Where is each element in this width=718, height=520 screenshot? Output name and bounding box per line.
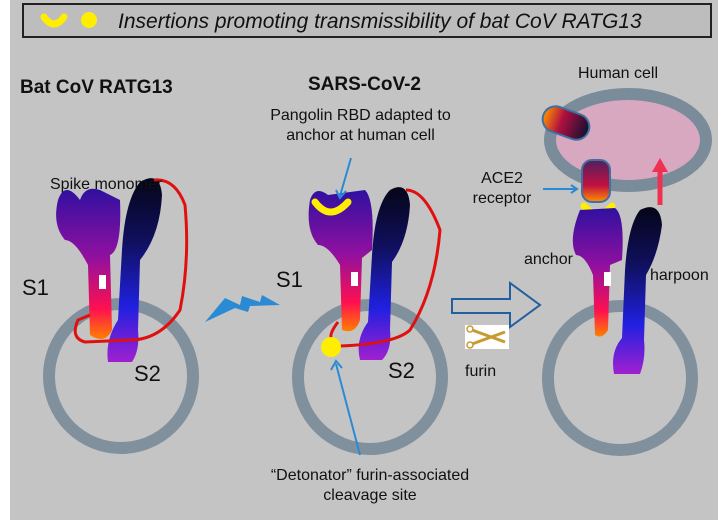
sars-panel: [292, 157, 448, 456]
ace2-pointer-arrowhead: [570, 184, 579, 194]
spike-monomer-label: Spike monomer: [50, 176, 163, 193]
yellow-arc-icon: [40, 13, 68, 28]
sars-s1-label: S1: [276, 267, 303, 292]
legend-box: Insertions promoting transmissibility of…: [22, 3, 712, 38]
rbd-note-line2: anchor at human cell: [286, 127, 435, 144]
scissors-icon: [465, 325, 509, 349]
bat-s1-notch: [99, 275, 106, 289]
anchor-label: anchor: [524, 251, 573, 268]
cleavage-pointer-arrowhead: [330, 359, 343, 371]
furin-label: furin: [465, 363, 497, 380]
ace2-note-line1: ACE2: [481, 170, 523, 187]
bat-red-loop: [73, 178, 189, 344]
cleavage-pointer-arrow: [335, 363, 361, 456]
sars-s2-label: S2: [388, 358, 415, 383]
yellow-dot-icon: [81, 12, 97, 28]
bat-s2-label: S2: [134, 361, 161, 386]
virus-particle: [541, 105, 591, 141]
rbd-note: Pangolin RBD adapted to anchor at human …: [253, 106, 468, 146]
ace2-note-line2: receptor: [472, 190, 532, 207]
cleavage-note-line2: cleavage site: [323, 487, 417, 504]
cleavage-note: “Detonator” furin-associated cleavage si…: [240, 466, 500, 506]
legend-text: Insertions promoting transmissibility of…: [118, 10, 642, 33]
figure-canvas: Insertions promoting transmissibility of…: [10, 0, 718, 520]
bat-panel: [43, 178, 199, 454]
human-s1-domain: [572, 208, 623, 337]
human-s2-domain: [613, 207, 662, 374]
human-panel: [541, 88, 712, 456]
red-upward-arrowhead: [652, 158, 668, 172]
sars-s1-domain: [308, 190, 373, 332]
rbd-pointer-arrowhead: [335, 189, 347, 200]
sars-rbd-insertion: [311, 198, 352, 216]
ace2-receptor: [581, 159, 611, 203]
ace2-note: ACE2 receptor: [462, 169, 542, 209]
human-cell-label: Human cell: [578, 65, 659, 82]
sars-s1-notch: [351, 272, 358, 286]
sars-s2-domain: [358, 187, 410, 360]
sars-cleavage-site: [321, 337, 341, 357]
cleavage-note-line1: “Detonator” furin-associated: [270, 467, 470, 484]
bat-s2-domain: [107, 178, 162, 362]
bat-panel-title: Bat CoV RATG13: [20, 77, 173, 98]
diagram-art: [43, 88, 712, 456]
human-s1-notch: [604, 272, 611, 286]
bat-s1-label: S1: [22, 275, 49, 300]
harpoon-label: harpoon: [650, 267, 709, 284]
transition-arrow-icon: [451, 281, 542, 329]
rbd-note-line1: Pangolin RBD adapted to: [270, 107, 451, 124]
rbd-pointer-arrow: [339, 157, 352, 197]
human-membrane: [542, 300, 698, 456]
lightning-bolt-icon: [205, 295, 280, 322]
bat-s1-domain: [56, 188, 121, 339]
legend-icons: [40, 12, 97, 28]
sars-panel-title: SARS-CoV-2: [308, 74, 421, 95]
